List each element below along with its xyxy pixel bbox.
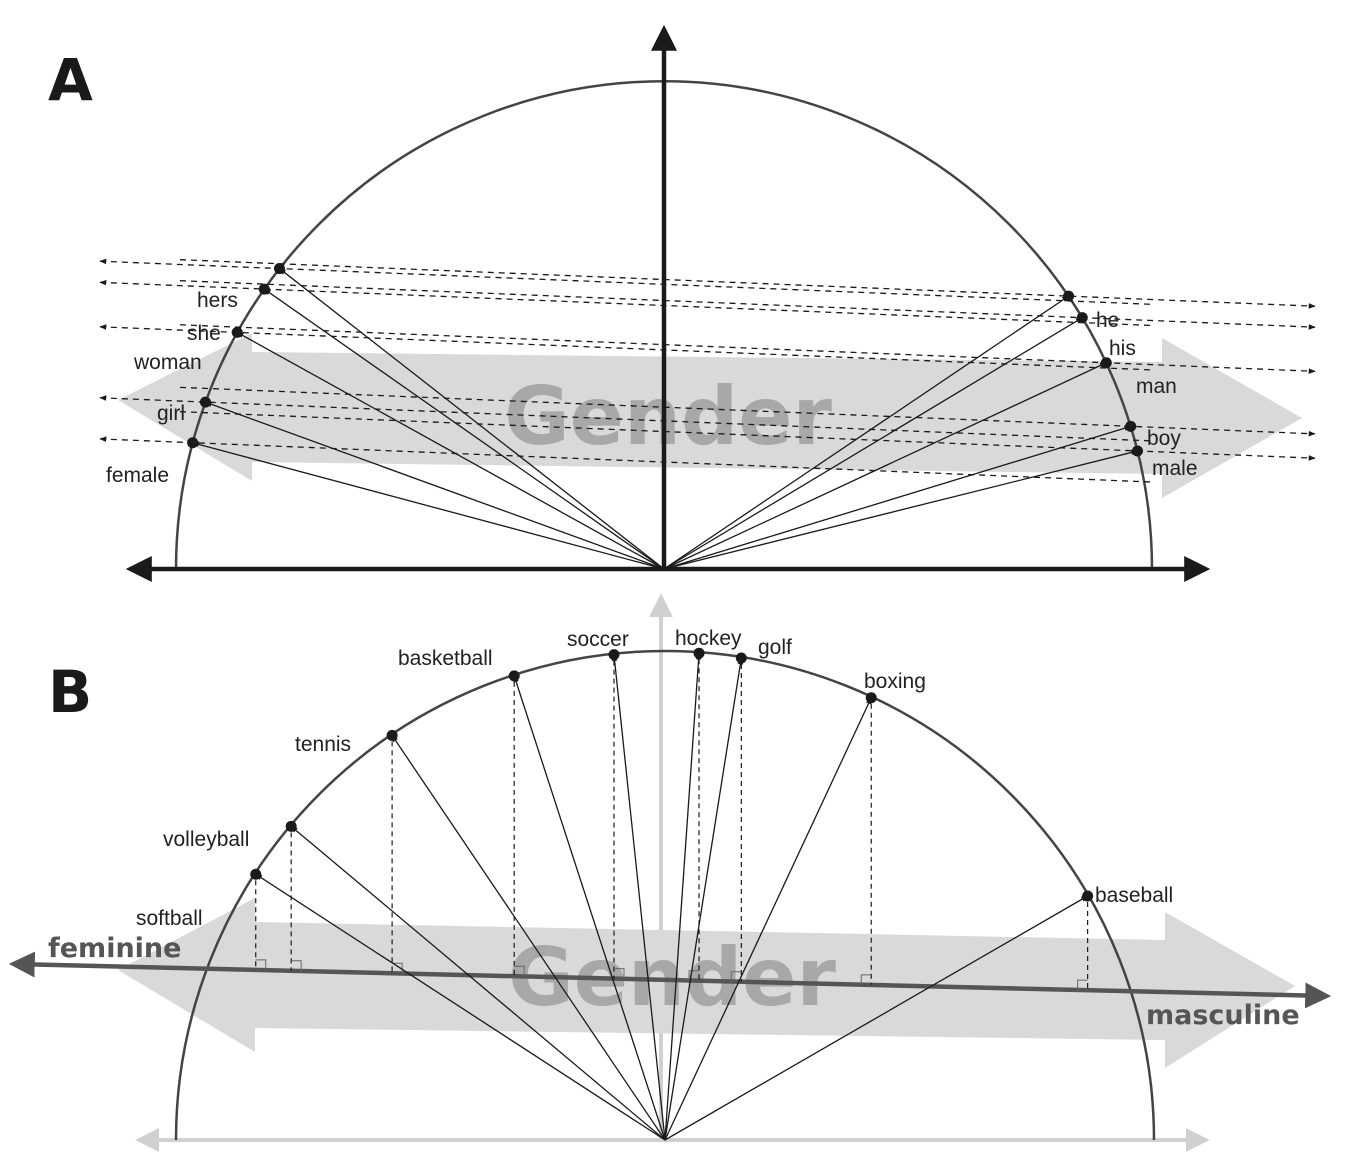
word-point-soccer bbox=[608, 649, 620, 661]
vector-baseball bbox=[664, 895, 1089, 1141]
word-point-woman bbox=[231, 326, 243, 338]
vector-she bbox=[263, 288, 665, 570]
word-point-hockey bbox=[693, 647, 705, 659]
vector-female bbox=[191, 441, 665, 570]
word-label-boxing: boxing bbox=[864, 670, 926, 693]
word-label-hers: hers bbox=[197, 289, 238, 312]
word-label-woman: woman bbox=[133, 351, 202, 374]
word-point-he bbox=[1063, 290, 1075, 302]
projection-line-he bbox=[179, 259, 1316, 309]
vector-hers bbox=[278, 268, 665, 570]
word-point-basketball bbox=[508, 670, 520, 682]
projection-line-his bbox=[179, 280, 1316, 330]
right-angle-mark-hockey bbox=[688, 970, 700, 981]
vector-man bbox=[663, 362, 1107, 570]
word-point-boy bbox=[1125, 420, 1137, 432]
vector-he bbox=[663, 295, 1070, 570]
word-label-hockey: hockey bbox=[675, 627, 742, 650]
word-point-tennis bbox=[386, 729, 398, 741]
right-angle-mark-golf bbox=[730, 971, 742, 982]
word-point-man bbox=[1100, 357, 1112, 369]
vector-tennis bbox=[391, 734, 666, 1141]
vector-basketball bbox=[513, 675, 666, 1141]
word-label-tennis: tennis bbox=[295, 733, 351, 756]
word-label-she: she bbox=[187, 322, 221, 345]
word-point-male bbox=[1132, 445, 1144, 457]
word-label-soccer: soccer bbox=[567, 628, 629, 651]
right-angle-mark-baseball bbox=[1077, 979, 1088, 991]
vector-golf bbox=[664, 657, 744, 1141]
word-point-hers bbox=[273, 263, 285, 275]
panel-a-word-vectors bbox=[191, 268, 1139, 570]
panel-a-word-points bbox=[187, 263, 1144, 457]
vector-hockey bbox=[664, 652, 702, 1141]
vector-boxing bbox=[664, 697, 872, 1141]
panel-b: B Gender feminine masculine softball vol… bbox=[8, 593, 1332, 1152]
right-angle-mark-volleyball bbox=[291, 960, 302, 971]
word-point-his bbox=[1076, 312, 1088, 324]
right-angle-mark-softball bbox=[255, 959, 267, 970]
panel-a-band-label: Gender bbox=[504, 370, 832, 463]
vector-girl bbox=[204, 401, 665, 570]
vector-soccer bbox=[611, 653, 666, 1141]
right-angle-mark-soccer bbox=[613, 968, 625, 979]
word-point-baseball bbox=[1082, 890, 1094, 902]
panel-b-gender-axis bbox=[8, 951, 1332, 1009]
word-point-golf bbox=[735, 652, 747, 664]
word-label-volleyball: volleyball bbox=[163, 828, 249, 851]
vector-volleyball bbox=[290, 825, 666, 1141]
word-label-softball: softball bbox=[136, 907, 203, 930]
word-label-he: he bbox=[1096, 309, 1119, 332]
vector-his bbox=[663, 317, 1083, 570]
axis-label-masculine: masculine bbox=[1146, 1000, 1300, 1031]
right-angle-mark-basketball bbox=[514, 965, 525, 977]
projection-line-male bbox=[179, 411, 1316, 461]
panel-b-letter: B bbox=[48, 658, 92, 726]
word-point-softball bbox=[250, 868, 262, 880]
projection-line-she bbox=[99, 279, 1151, 327]
vector-male bbox=[663, 449, 1139, 570]
word-point-girl bbox=[199, 396, 211, 408]
word-point-female bbox=[187, 437, 199, 449]
panel-a: A Gender hers she woman girl female he h… bbox=[48, 24, 1316, 582]
panel-b-semicircle bbox=[174, 649, 1156, 1141]
word-label-man: man bbox=[1136, 375, 1177, 398]
vector-softball bbox=[255, 873, 666, 1141]
vector-boy bbox=[663, 425, 1132, 570]
word-label-boy: boy bbox=[1147, 427, 1181, 450]
projection-line-man bbox=[179, 324, 1316, 374]
word-point-boxing bbox=[865, 692, 877, 704]
word-label-golf: golf bbox=[758, 636, 792, 659]
panel-b-projection-lines bbox=[255, 659, 1089, 991]
panel-a-letter: A bbox=[48, 46, 93, 114]
word-label-basketball: basketball bbox=[398, 647, 493, 670]
panel-b-word-points bbox=[250, 647, 1094, 902]
panel-b-word-vectors bbox=[255, 652, 1089, 1141]
word-label-girl: girl bbox=[157, 402, 185, 425]
word-label-male: male bbox=[1152, 457, 1198, 480]
vector-woman bbox=[236, 331, 665, 570]
word-label-his: his bbox=[1109, 337, 1136, 360]
word-point-she bbox=[258, 283, 270, 295]
right-angle-mark-boxing bbox=[860, 974, 872, 985]
word-point-volleyball bbox=[285, 820, 297, 832]
word-label-baseball: baseball bbox=[1095, 884, 1173, 907]
word-label-female: female bbox=[106, 464, 169, 487]
axis-label-feminine: feminine bbox=[48, 933, 181, 964]
